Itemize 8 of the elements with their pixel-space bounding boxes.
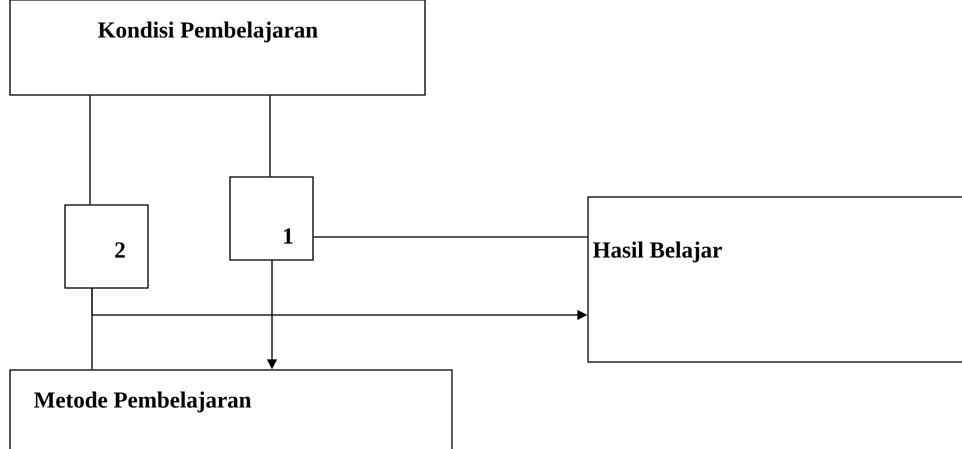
connector-line [89, 96, 91, 204]
numbered-box: 1 [229, 176, 314, 261]
connector-line [269, 96, 271, 176]
numbered-box: 2 [64, 204, 149, 289]
process-box: Kondisi Pembelajaran [9, 0, 426, 96]
process-box: Metode Pembelajaran [9, 369, 453, 449]
connector-line [314, 236, 588, 238]
process-box: Hasil Belajar [587, 196, 962, 363]
